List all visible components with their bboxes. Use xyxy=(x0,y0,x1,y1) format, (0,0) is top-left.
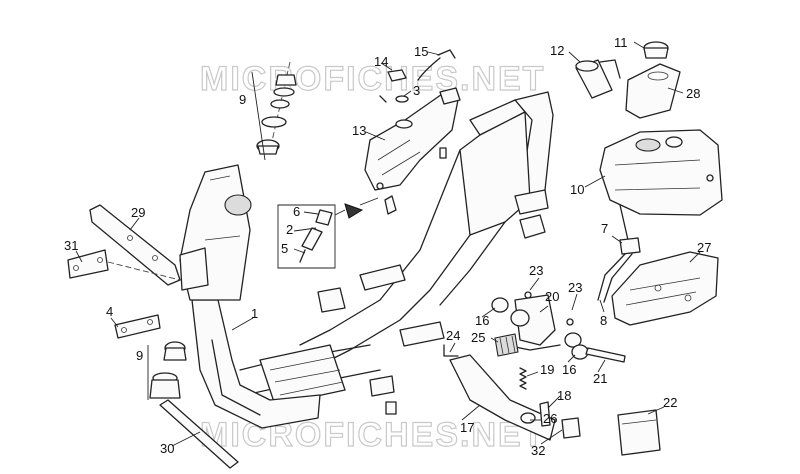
leader-lines xyxy=(75,41,701,447)
callout-19: 19 xyxy=(540,362,554,377)
callout-30: 30 xyxy=(160,441,174,456)
callout-5: 5 xyxy=(281,241,288,256)
bracket-24 xyxy=(443,344,459,357)
callout-25: 25 xyxy=(471,330,485,345)
callout-8: 8 xyxy=(600,313,607,328)
callout-12: 12 xyxy=(550,43,564,58)
callout-13: 13 xyxy=(352,123,366,138)
callout-11: 11 xyxy=(614,35,628,50)
callout-27: 27 xyxy=(697,240,711,255)
steering-bearing-set-lower xyxy=(149,341,187,399)
callout-31: 31 xyxy=(64,238,78,253)
callout-16-left: 16 xyxy=(475,313,489,328)
callout-6: 6 xyxy=(293,204,300,219)
spring-19 xyxy=(519,367,527,390)
fuel-tank-10 xyxy=(599,129,723,216)
bracket-4 xyxy=(114,314,161,339)
inset-box xyxy=(277,197,379,269)
plate-30 xyxy=(159,399,239,469)
callout-21: 21 xyxy=(593,371,607,386)
callout-32: 32 xyxy=(531,443,545,458)
callout-1: 1 xyxy=(251,306,258,321)
watermark-top: MICROFICHES.NET xyxy=(200,60,545,98)
callout-15: 15 xyxy=(414,44,428,59)
callout-10: 10 xyxy=(570,182,584,197)
callout-18: 18 xyxy=(557,388,571,403)
callout-29: 29 xyxy=(131,205,145,220)
callout-9-lower: 9 xyxy=(136,348,143,363)
callout-7: 7 xyxy=(601,221,608,236)
callout-17: 17 xyxy=(460,420,474,435)
washer-26 xyxy=(520,412,536,424)
leader-9-upper xyxy=(251,71,266,161)
sleeve-32 xyxy=(561,417,581,439)
callout-22: 22 xyxy=(663,395,677,410)
main-frame xyxy=(179,91,554,429)
callout-24: 24 xyxy=(446,328,460,343)
tray-28 xyxy=(625,63,681,119)
fuel-level-sender-7 xyxy=(597,204,641,303)
callout-14: 14 xyxy=(374,54,388,69)
callout-3: 3 xyxy=(413,83,420,98)
callout-2: 2 xyxy=(286,222,293,237)
callout-9-upper: 9 xyxy=(239,92,246,107)
fuel-cap-11 xyxy=(643,41,669,59)
callout-23-right: 23 xyxy=(568,280,582,295)
heat-shield-27 xyxy=(611,251,719,326)
pouch-22 xyxy=(617,409,661,456)
callout-numbers: 1 2 3 4 5 6 7 8 9 9 10 11 12 13 14 15 16… xyxy=(64,35,711,458)
callout-16-right: 16 xyxy=(562,362,576,377)
callout-28: 28 xyxy=(686,86,700,101)
callout-26: 26 xyxy=(543,411,557,426)
block-25 xyxy=(494,333,519,357)
filler-neck-12 xyxy=(575,59,621,99)
hose-15 xyxy=(379,49,456,103)
reservoir-13 xyxy=(364,87,461,191)
bolt-18 xyxy=(539,401,551,427)
callout-20: 20 xyxy=(545,289,559,304)
callout-4: 4 xyxy=(106,304,113,319)
ring-3 xyxy=(395,95,409,103)
bracket-31 xyxy=(67,249,109,279)
steering-bearing-set-upper xyxy=(256,61,297,155)
callout-23-left: 23 xyxy=(529,263,543,278)
clip-14 xyxy=(387,69,407,82)
